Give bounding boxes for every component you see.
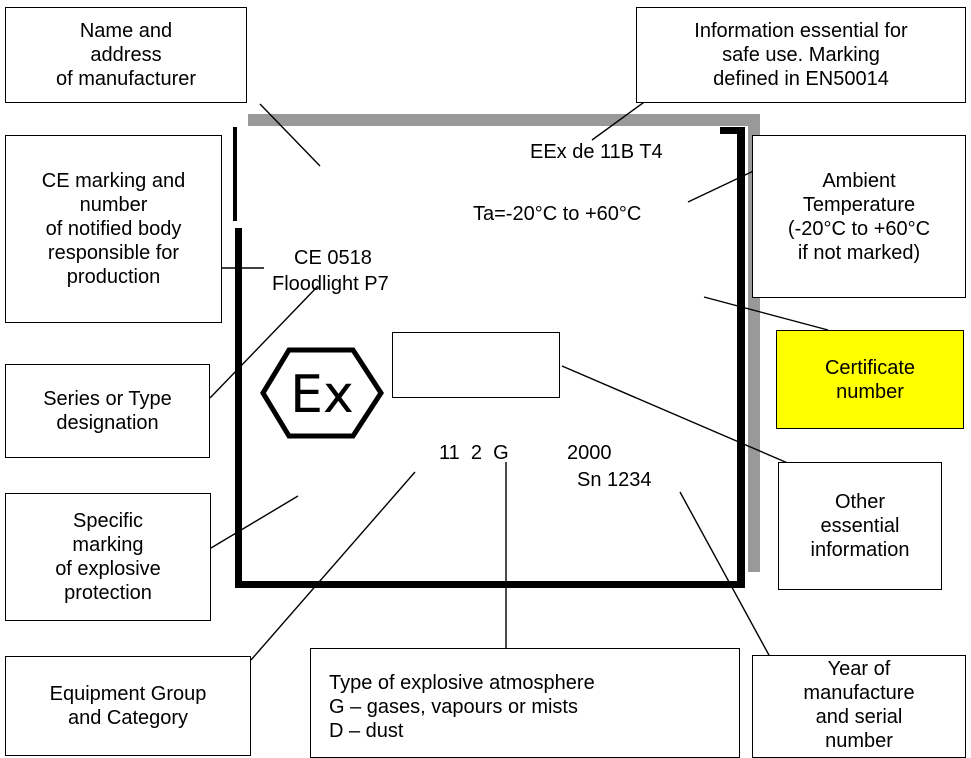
plate-shadow-top — [248, 114, 760, 126]
leader-ambient-temp — [687, 165, 765, 203]
plate-serial: Sn 1234 — [577, 469, 652, 491]
leader-manufacturer — [259, 103, 321, 167]
plate-frame-left-upper — [233, 127, 237, 221]
plate-frame-left — [235, 228, 242, 588]
plate-temperature: Ta=-20°C to +60°C — [473, 203, 642, 225]
callout-ce-marking: CE marking and number of notified body r… — [5, 135, 222, 323]
callout-other-info: Other essential information — [778, 462, 942, 590]
plate-ce: CE 0518 — [294, 247, 372, 269]
callout-year-serial: Year of manufacture and serial number — [752, 655, 966, 758]
ex-symbol-icon: Ex — [260, 347, 384, 439]
ex-symbol-text: Ex — [290, 365, 354, 425]
plate-frame-bottom — [235, 581, 745, 588]
plate-year: 2000 — [567, 442, 612, 464]
callout-manufacturer: Name and address of manufacturer — [5, 7, 247, 103]
callout-atmosphere: Type of explosive atmosphere G – gases, … — [310, 648, 740, 758]
plate-product: Floodlight P7 — [272, 273, 389, 295]
leader-series-type — [209, 285, 319, 399]
leader-other-info — [561, 365, 791, 465]
callout-ambient-temp: Ambient Temperature (-20°C to +60°C if n… — [752, 135, 966, 298]
callout-series-type: Series or Type designation — [5, 364, 210, 458]
callout-specific-marking: Specific marking of explosive protection — [5, 493, 211, 621]
plate-frame-top-right — [720, 127, 745, 134]
callout-essential-info: Information essential for safe use. Mark… — [636, 7, 966, 103]
leader-specific-marking — [210, 495, 299, 549]
leader-equipment-group — [250, 471, 416, 661]
plate-frame-right — [737, 127, 745, 588]
callout-certificate: Certificate number — [776, 330, 964, 429]
callout-equipment-group: Equipment Group and Category — [5, 656, 251, 756]
plate-marking: EEx de 11B T4 — [530, 141, 663, 163]
leader-certificate — [703, 296, 829, 331]
plate-certificate-blank — [392, 332, 560, 398]
plate-group-category: 11 2 G — [439, 442, 509, 464]
leader-year-serial — [679, 491, 771, 658]
